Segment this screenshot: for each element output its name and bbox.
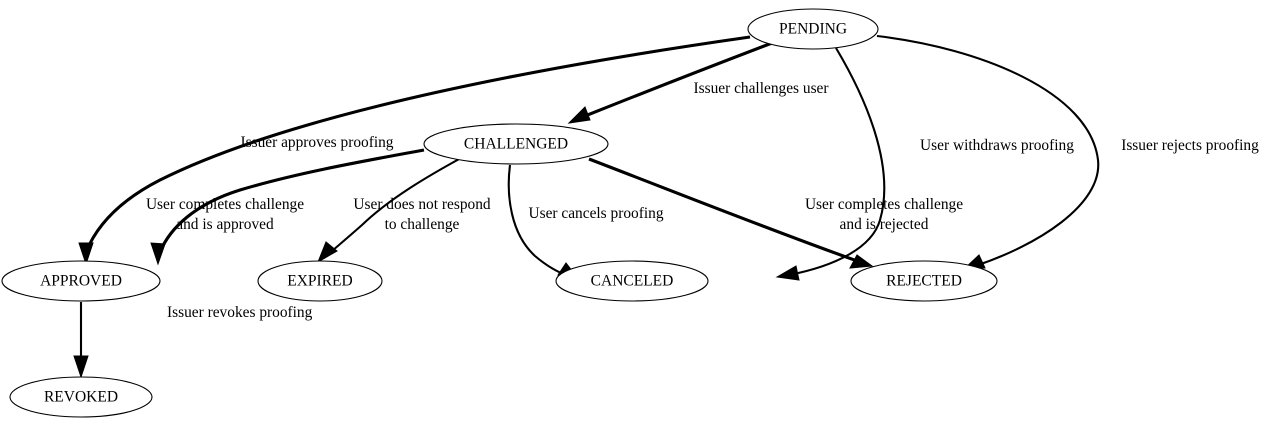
edge-challenged-to-expired-arrowhead — [316, 241, 338, 264]
edge-label-user-does-not-respond-line1: User does not respond — [353, 196, 491, 213]
node-challenged[interactable]: CHALLENGED — [423, 123, 609, 165]
edge-challenged-to-rejected[interactable] — [588, 157, 874, 269]
edge-pending-to-canceled[interactable] — [775, 47, 886, 281]
edge-pending-to-challenged-arrowhead — [567, 106, 591, 124]
edge-label-issuer-challenges-user: Issuer challenges user — [693, 80, 828, 97]
edge-challenged-to-canceled-path — [507, 164, 569, 277]
node-challenged-label: CHALLENGED — [464, 136, 568, 153]
edge-label-user-completes-challenge-rejected-line1: User completes challenge — [805, 196, 963, 213]
edge-pending-to-rejected-path — [876, 34, 1100, 267]
node-revoked-label: REVOKED — [44, 389, 118, 406]
edge-label-user-cancels-proofing: User cancels proofing — [528, 205, 663, 222]
edge-label-user-completes-challenge-approved-line1: User completes challenge — [146, 196, 304, 213]
node-approved-ellipse — [1, 260, 161, 302]
edge-pending-to-challenged-path — [579, 41, 773, 120]
edge-label-issuer-rejects-proofing: Issuer rejects proofing — [1121, 137, 1259, 154]
edge-pending-to-challenged[interactable] — [567, 41, 773, 124]
node-expired-ellipse — [257, 260, 383, 302]
node-challenged-ellipse — [423, 123, 609, 165]
node-pending-ellipse — [747, 8, 879, 50]
node-expired[interactable]: EXPIRED — [257, 260, 383, 302]
node-expired-label: EXPIRED — [287, 273, 352, 290]
edge-pending-to-canceled-path — [788, 47, 886, 277]
edge-label-user-withdraws-proofing: User withdraws proofing — [920, 137, 1074, 154]
edge-label-user-does-not-respond-line2: to challenge — [385, 216, 460, 233]
edge-challenged-to-rejected-path — [588, 157, 861, 264]
node-rejected-label: REJECTED — [886, 273, 962, 290]
edge-pending-to-approved-arrowhead — [78, 242, 94, 266]
node-canceled-label: CANCELED — [591, 273, 674, 290]
node-revoked-ellipse — [9, 376, 153, 418]
edge-pending-to-approved-path — [84, 35, 751, 253]
edge-label-user-completes-challenge-approved-line2: and is approved — [176, 216, 274, 233]
edge-challenged-to-approved-path — [158, 148, 425, 253]
node-approved[interactable]: APPROVED — [1, 260, 161, 302]
edge-label-user-completes-challenge-rejected-line2: and is rejected — [840, 216, 929, 233]
edge-challenged-to-rejected-arrowhead — [849, 254, 874, 269]
edge-approved-to-revoked[interactable] — [73, 302, 89, 379]
edge-label-issuer-approves-proofing: Issuer approves proofing — [240, 134, 393, 151]
node-pending[interactable]: PENDING — [747, 8, 879, 50]
node-pending-label: PENDING — [779, 21, 847, 38]
edge-label-issuer-revokes-proofing: Issuer revokes proofing — [167, 304, 313, 321]
node-canceled[interactable]: CANCELED — [555, 260, 709, 302]
edge-challenged-to-expired[interactable] — [316, 157, 462, 264]
edge-pending-to-approved[interactable] — [78, 35, 751, 266]
node-rejected[interactable]: REJECTED — [850, 260, 998, 302]
node-rejected-ellipse — [850, 260, 998, 302]
node-approved-label: APPROVED — [40, 273, 122, 290]
node-revoked[interactable]: REVOKED — [9, 376, 153, 418]
edge-challenged-to-canceled[interactable] — [507, 164, 581, 281]
edge-pending-to-canceled-arrowhead — [775, 265, 800, 281]
edge-approved-to-revoked-arrowhead — [73, 355, 89, 379]
node-canceled-ellipse — [555, 260, 709, 302]
edge-challenged-to-approved-arrowhead — [150, 242, 166, 266]
edge-challenged-to-approved[interactable] — [150, 148, 425, 266]
